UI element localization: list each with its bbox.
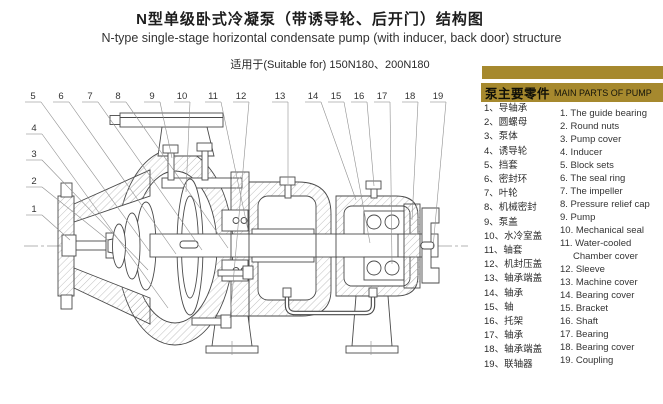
callout-11: 11 (208, 91, 218, 102)
parts-list-item: 15、轴 (484, 301, 514, 313)
parts-list-item: 3. Pump cover (560, 134, 622, 145)
callout-10: 10 (177, 91, 188, 102)
parts-list-item: 7、叶轮 (484, 188, 518, 200)
callout-3: 3 (31, 149, 36, 160)
inducer (107, 201, 157, 291)
parts-list-item: 19. Coupling (560, 355, 614, 366)
callout-6: 6 (58, 91, 63, 102)
parts-list-item: 1、导轴承 (484, 103, 528, 114)
parts-list-chinese: 1、导轴承 2、圆螺母 3、泵体 4、诱导轮 5、挡套 6、密封环 7、叶轮 8、机械密封 9、… (484, 102, 560, 372)
parts-list-item: 2. Round nuts (560, 121, 620, 132)
parts-list-item: 7. The impeller (560, 186, 623, 197)
callout-14: 14 (308, 91, 319, 102)
callout-9: 9 (149, 91, 154, 102)
parts-list-item: 16、托架 (484, 316, 524, 328)
parts-list-item: 5、挡套 (484, 159, 518, 171)
page-title-chinese: N型单级卧式冷凝泵（带诱导轮、后开门）结构图 (136, 11, 484, 28)
parts-list-item: 11、轴套 (484, 245, 523, 257)
parts-list-item: 9、泵盖 (484, 216, 518, 228)
parts-list-item: 1. The guide bearing (560, 108, 647, 119)
coupling (420, 207, 440, 284)
callout-17: 17 (377, 91, 388, 102)
callout-19: 19 (433, 91, 444, 102)
cooling-pipe (282, 287, 378, 316)
discharge-flange (109, 112, 224, 128)
parts-list-item: 2、圆螺母 (484, 117, 528, 129)
callout-leaders (25, 101, 447, 319)
parts-panel-title-en: MAIN PARTS OF PUMP (554, 87, 652, 98)
parts-list-item: 18、轴承端盖 (484, 344, 543, 356)
parts-list-item: 12. Sleeve (560, 264, 605, 275)
parts-list-item: 6. The seal ring (560, 173, 626, 184)
bearing-end-cover (403, 203, 421, 289)
parts-list-item: 13. Machine cover (560, 277, 638, 288)
pump-cross-section-diagram: 1 2 3 4 5 6 7 8 9 10 11 12 13 14 15 16 1… (24, 91, 468, 357)
parts-list-item: 16. Shaft (560, 316, 599, 327)
parts-panel-title-zh: 泵主要零件 (485, 87, 551, 101)
callout-1: 1 (31, 204, 36, 215)
callout-numbers: 1 2 3 4 5 6 7 8 9 10 11 12 13 14 15 16 1… (30, 91, 443, 215)
page-title-english: N-type single-stage horizontal condensat… (101, 31, 562, 45)
callout-5: 5 (30, 91, 35, 102)
parts-list-item: 9. Pump (560, 212, 596, 223)
ball-bearings (363, 210, 405, 281)
suitable-for-line: 适用于(Suitable for) 150N180、200N180 (230, 59, 430, 71)
parts-list-item: 14、轴承 (484, 287, 524, 299)
parts-list-item: 13、轴承端盖 (484, 273, 543, 285)
parts-list-item: 8. Pressure relief cap (560, 199, 650, 210)
support-feet (205, 295, 399, 357)
parts-list-item: 18. Bearing cover (560, 342, 635, 353)
callout-7: 7 (87, 91, 92, 102)
parts-list-item: 6、密封环 (484, 174, 528, 186)
parts-list-item: 10、水冷室盖 (484, 230, 543, 242)
parts-list-item: 19、联轴器 (484, 358, 533, 370)
callout-12: 12 (236, 91, 247, 102)
parts-list-item: 4、诱导轮 (484, 145, 528, 157)
parts-list-item: 8、机械密封 (484, 202, 537, 214)
parts-list-item: 5. Block sets (560, 160, 614, 171)
parts-list-item: 12、机封压盖 (484, 259, 543, 271)
parts-list-english: 1. The guide bearing 2. Round nuts 3. Pump… (560, 107, 663, 367)
parts-list-item: 10. Mechanical seal (560, 225, 644, 236)
shaft-sleeve (251, 228, 315, 263)
parts-list-item: 3、泵体 (484, 131, 518, 143)
gold-accent-bar (482, 66, 663, 79)
parts-panel-header: 泵主要零件 MAIN PARTS OF PUMP (481, 83, 663, 102)
parts-list-item: 14. Bearing cover (560, 290, 635, 301)
parts-list-item: 11. Water-cooled Chamber cover (560, 238, 638, 262)
callout-16: 16 (354, 91, 365, 102)
callout-13: 13 (275, 91, 286, 102)
callout-4: 4 (31, 123, 36, 134)
parts-list-item: 17. Bearing (560, 329, 609, 340)
parts-list-item: 15. Bracket (560, 303, 609, 314)
callout-8: 8 (115, 91, 120, 102)
parts-list-item: 17、轴承 (484, 330, 524, 342)
parts-list-item: 4. Inducer (560, 147, 603, 158)
callout-18: 18 (405, 91, 416, 102)
callout-2: 2 (31, 176, 36, 187)
callout-15: 15 (331, 91, 342, 102)
